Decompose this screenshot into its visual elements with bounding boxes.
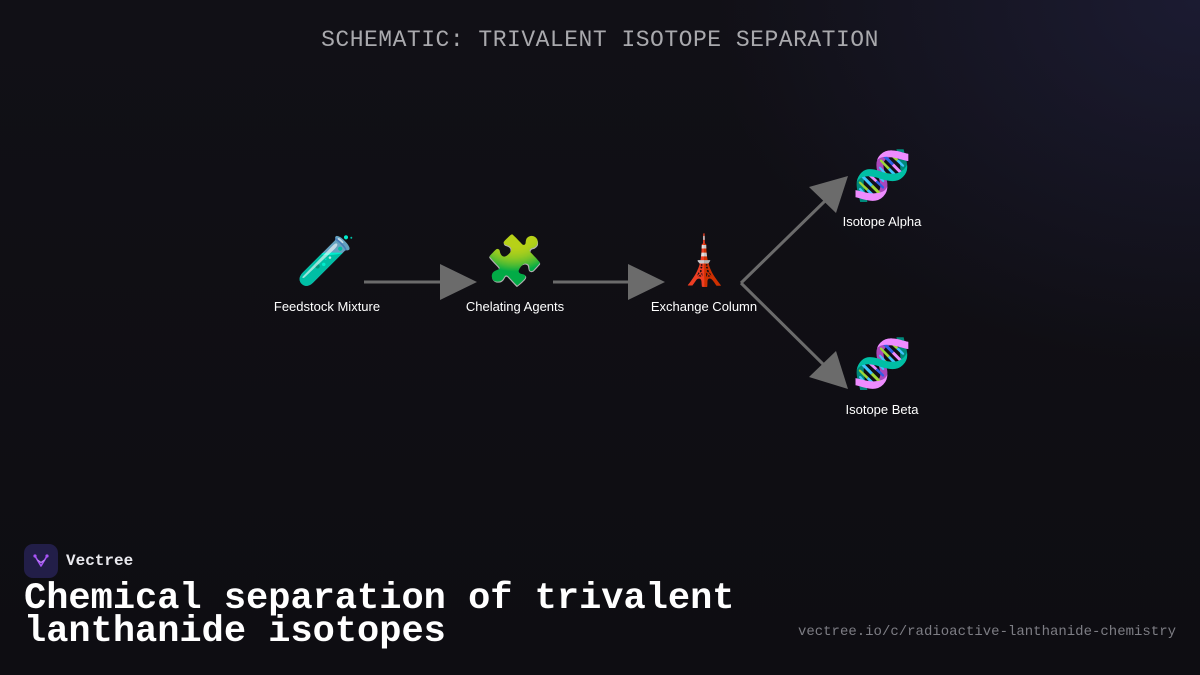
vectree-logo-icon [24,544,58,578]
tower-icon: 🗼 [674,232,734,288]
edge-exchange-to-beta [739,281,828,369]
edge-exchange-to-alpha [739,198,828,285]
node-label-chelating: Chelating Agents [466,299,565,314]
node-chelating: 🧩 Chelating Agents [466,233,565,314]
node-exchange: 🗼 Exchange Column [651,232,757,314]
arrowhead-chelating-to-exchange [628,264,665,300]
schematic-title: SCHEMATIC: TRIVALENT ISOTOPE SEPARATION [321,27,879,53]
brand[interactable]: Vectree [24,544,133,578]
test-tube-icon: 🧪 [296,235,356,288]
arrowhead-exchange-to-alpha [809,176,848,213]
node-feedstock: 🧪 Feedstock Mixture [274,235,380,314]
arrowhead-feedstock-to-chelating [440,264,477,300]
puzzle-piece-icon: 🧩 [485,233,545,288]
dna-icon-beta: 🧬 [852,335,912,392]
headline: Chemical separation of trivalent lanthan… [24,578,735,653]
brand-name: Vectree [66,552,134,570]
node-beta: 🧬 Isotope Beta [846,335,920,417]
node-label-alpha: Isotope Alpha [843,214,923,229]
node-alpha: 🧬 Isotope Alpha [843,147,923,229]
dna-icon-alpha: 🧬 [852,147,912,204]
source-url[interactable]: vectree.io/c/radioactive-lanthanide-chem… [797,624,1176,640]
node-label-feedstock: Feedstock Mixture [274,299,380,314]
arrowhead-exchange-to-beta [809,351,848,389]
node-label-exchange: Exchange Column [651,299,757,314]
node-label-beta: Isotope Beta [846,402,920,417]
edges [364,176,848,389]
